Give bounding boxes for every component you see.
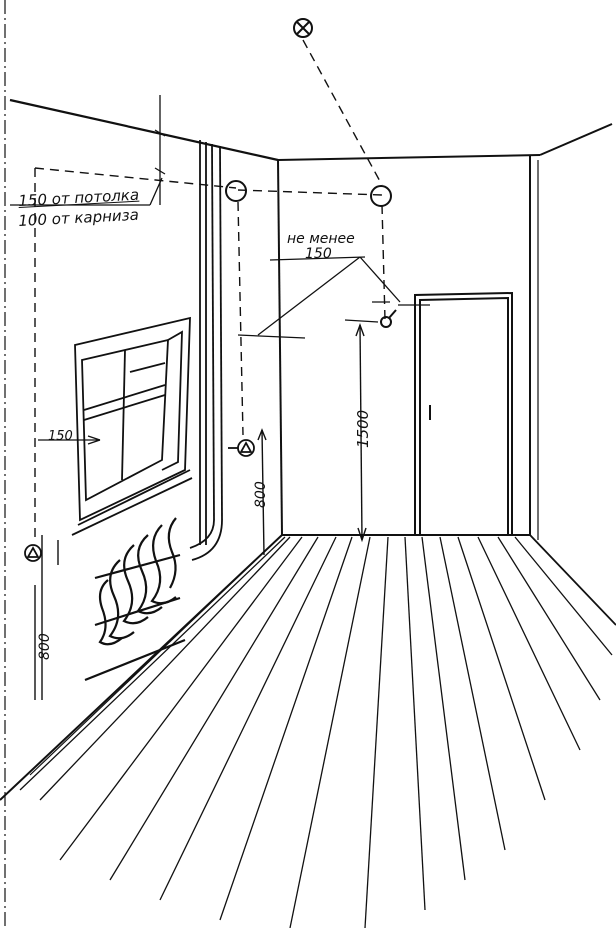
corner-left (277, 159, 283, 536)
left-wall-baseboard (29, 534, 283, 776)
radiator (84, 517, 186, 682)
ceiling-line-left (9, 98, 279, 162)
switch-height-label: 1500 (354, 409, 372, 448)
junction-box-icon (225, 180, 247, 202)
ceiling-line-back (277, 154, 541, 161)
door (414, 291, 513, 535)
socket-icon (24, 544, 42, 562)
dimension-window (38, 435, 101, 445)
junction-box-icon (370, 185, 392, 207)
dimension-socket-mid (257, 428, 267, 556)
vertical-pipes (189, 140, 223, 561)
window (71, 316, 193, 536)
ceiling-lamp-icon (293, 18, 313, 38)
socket-height-mid-label: 800 (253, 481, 269, 508)
dimension-not-less (237, 256, 430, 339)
dimension-ceiling (10, 95, 166, 206)
dimension-socket-left (34, 535, 59, 700)
floor-boards (19, 536, 613, 928)
socket-icon (228, 439, 255, 457)
not-less-label-top: не менее (287, 231, 355, 247)
floor-right-edge (529, 534, 616, 626)
window-offset-label: 150 (48, 429, 73, 444)
switch-icon (380, 309, 397, 328)
not-less-label-bottom: 150 (305, 246, 332, 262)
dimension-switch-height (355, 322, 367, 543)
wiring-routes (34, 39, 386, 540)
ceiling-line-right (539, 123, 613, 156)
socket-height-left-label: 800 (37, 633, 53, 660)
